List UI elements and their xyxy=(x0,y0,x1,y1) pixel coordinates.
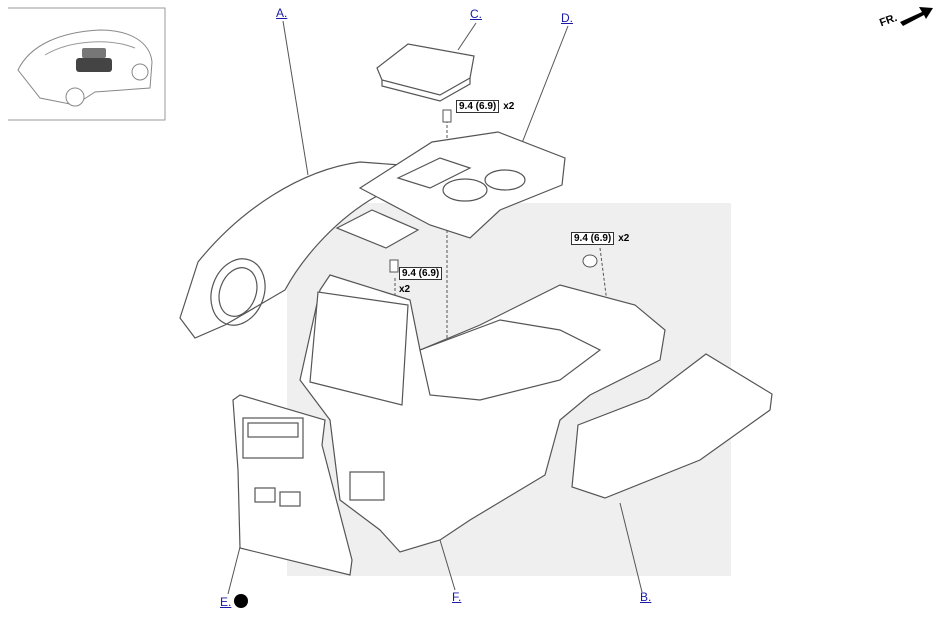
part-d-upper-tray xyxy=(358,131,566,239)
callout-f[interactable]: F. xyxy=(452,590,462,604)
bolt-quantity: x2 xyxy=(618,233,630,244)
part-e-rear-panel xyxy=(232,394,353,576)
callout-a[interactable]: A. xyxy=(276,6,288,20)
torque-value: 9.4 (6.9) xyxy=(571,232,615,245)
torque-value: 9.4 (6.9) xyxy=(399,267,443,280)
part-c-lid xyxy=(376,43,475,102)
bolt-quantity: x2 xyxy=(399,284,411,295)
non-reusable-part-dot xyxy=(234,594,248,608)
torque-spec-top: 9.4 (6.9)x2 xyxy=(456,100,515,113)
part-f-console-body xyxy=(299,274,666,553)
tray-mat xyxy=(335,209,420,249)
callout-e[interactable]: E. xyxy=(220,595,232,609)
front-label: FR. xyxy=(878,11,899,30)
bolt-quantity: x2 xyxy=(503,101,515,112)
vehicle-locator-inset xyxy=(8,7,166,121)
callout-d[interactable]: D. xyxy=(561,11,573,25)
callout-b[interactable]: B. xyxy=(640,590,652,604)
part-b-front-panel xyxy=(571,353,773,499)
torque-spec-right: 9.4 (6.9)x2 xyxy=(571,232,630,245)
torque-spec-left: 9.4 (6.9) x2 xyxy=(399,267,445,296)
bolt-markers xyxy=(389,109,598,273)
callout-c[interactable]: C. xyxy=(470,7,482,21)
front-direction-arrow xyxy=(900,7,933,26)
torque-value: 9.4 (6.9) xyxy=(456,100,500,113)
front-indicator: FR. xyxy=(878,6,938,36)
